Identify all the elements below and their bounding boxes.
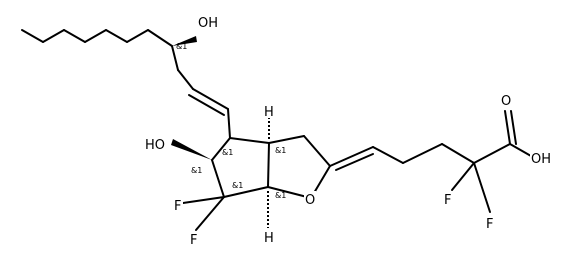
label-fluorine-1: F [174, 199, 181, 214]
stereo-label-c10: &1 [232, 181, 243, 190]
label-fluorine-2: F [190, 233, 197, 248]
label-acid-oh: OH [531, 152, 551, 167]
acid-side-chain [329, 110, 532, 213]
stereo-annotations: &1 &1 &1 &1 &1 &1 [176, 42, 286, 200]
label-ring-oxygen: O [305, 193, 315, 208]
label-hydrogen-bottom: H [264, 231, 274, 246]
ho-wedge-bond [171, 139, 212, 160]
stereo-label-c15: &1 [176, 42, 187, 51]
vinyl-linker [177, 69, 231, 139]
label-oh-top: OH [198, 16, 218, 31]
stereo-label-c11: &1 [191, 166, 202, 175]
stereo-label-c9: &1 [275, 191, 286, 200]
stereo-label-c12: &1 [222, 148, 233, 157]
gem-difluoro-ring [182, 196, 225, 231]
label-hydrogen-top: H [264, 105, 274, 120]
label-ho-left: HO [145, 138, 165, 153]
c15-hydroxyl [171, 36, 197, 71]
label-carbonyl-oxygen: O [501, 94, 511, 109]
atom-labels: OH HO O O OH F F F F H H [144, 14, 552, 248]
stereo-label-c8: &1 [275, 146, 286, 155]
label-fluorine-3: F [444, 193, 451, 208]
pentyl-chain [21, 29, 173, 47]
cyclopentane-ring [211, 137, 270, 198]
hashed-h-bonds [267, 118, 270, 228]
label-fluorine-4: F [486, 217, 493, 232]
